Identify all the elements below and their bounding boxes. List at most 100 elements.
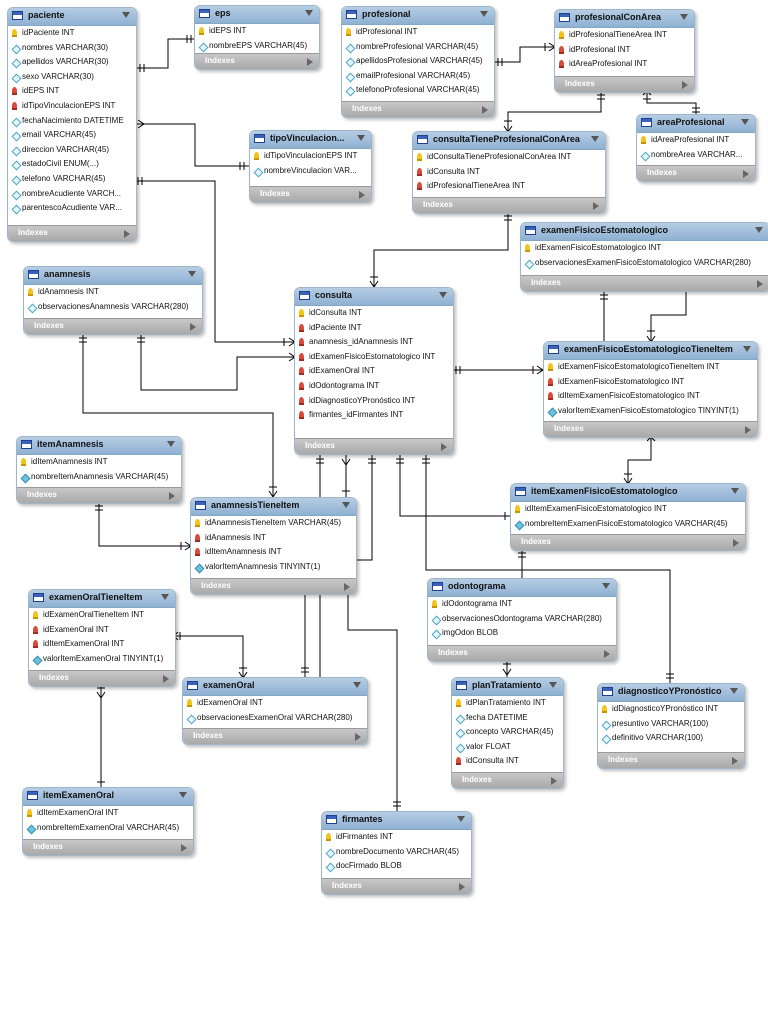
indexes-bar[interactable]: Indexes <box>511 534 745 550</box>
table-header[interactable]: diagnosticoYPronóstico <box>598 684 744 702</box>
column-row[interactable]: definitivo VARCHAR(100) <box>598 731 744 746</box>
column-row[interactable]: idTipoVinculacionEPS INT <box>8 99 136 114</box>
column-row[interactable]: idExamenOralTieneItem INT <box>29 608 175 623</box>
indexes-bar[interactable]: Indexes <box>342 101 494 117</box>
column-row[interactable]: idPaciente INT <box>295 321 453 336</box>
column-row[interactable]: idConsulta INT <box>452 754 563 769</box>
column-row[interactable]: idTipoVinculacionEPS INT <box>250 149 371 164</box>
column-row[interactable]: idAreaProfesional INT <box>637 133 755 148</box>
column-row[interactable]: concepto VARCHAR(45) <box>452 725 563 740</box>
expand-arrow-icon[interactable] <box>732 757 738 765</box>
indexes-bar[interactable]: Indexes <box>183 728 367 744</box>
expand-arrow-icon[interactable] <box>743 170 749 178</box>
table-tipoVinculacion[interactable]: tipoVinculacion...idTipoVinculacionEPS I… <box>249 130 372 203</box>
table-header[interactable]: anamnesis <box>24 267 202 285</box>
column-row[interactable]: nombreItemExamenFisicoEstomatologico VAR… <box>511 517 745 532</box>
indexes-bar[interactable]: Indexes <box>637 165 755 181</box>
expand-arrow-icon[interactable] <box>190 323 196 331</box>
table-header[interactable]: odontograma <box>428 579 616 597</box>
collapse-arrow-icon[interactable] <box>357 135 365 141</box>
collapse-arrow-icon[interactable] <box>549 682 557 688</box>
column-row[interactable]: valorItemExamenOral TINYINT(1) <box>29 652 175 667</box>
collapse-arrow-icon[interactable] <box>161 594 169 600</box>
column-row[interactable]: email VARCHAR(45) <box>8 128 136 143</box>
indexes-bar[interactable]: Indexes <box>521 275 768 291</box>
table-header[interactable]: planTratamiento <box>452 678 563 696</box>
indexes-bar[interactable]: Indexes <box>452 772 563 788</box>
column-row[interactable]: emailProfesional VARCHAR(45) <box>342 69 494 84</box>
column-row[interactable]: idExamenFisicoEstomatologico INT <box>295 350 453 365</box>
expand-arrow-icon[interactable] <box>169 492 175 500</box>
column-row[interactable]: nombres VARCHAR(30) <box>8 41 136 56</box>
expand-arrow-icon[interactable] <box>441 443 447 451</box>
column-row[interactable]: nombreVinculacion VAR... <box>250 164 371 179</box>
column-row[interactable]: direccion VARCHAR(45) <box>8 143 136 158</box>
column-row[interactable]: idItemExamenOral INT <box>29 637 175 652</box>
column-row[interactable]: observacionesOdontograma VARCHAR(280) <box>428 612 616 627</box>
column-row[interactable]: idItemAnamnesis INT <box>191 545 356 560</box>
table-header[interactable]: profesionalConArea <box>555 10 694 28</box>
column-row[interactable]: idItemExamenFisicoEstomatologico INT <box>511 502 745 517</box>
collapse-arrow-icon[interactable] <box>591 136 599 142</box>
collapse-arrow-icon[interactable] <box>730 688 738 694</box>
column-row[interactable]: observacionesExamenFisicoEstomatologico … <box>521 256 768 271</box>
collapse-arrow-icon[interactable] <box>743 346 751 352</box>
column-row[interactable]: idExamenFisicoEstomatologico INT <box>544 375 757 390</box>
table-header[interactable]: examenOral <box>183 678 367 696</box>
expand-arrow-icon[interactable] <box>682 81 688 89</box>
column-row[interactable]: nombreItemExamenOral VARCHAR(45) <box>23 821 193 836</box>
column-row[interactable]: idDiagnosticoYPronóstico INT <box>295 394 453 409</box>
collapse-arrow-icon[interactable] <box>439 292 447 298</box>
indexes-bar[interactable]: Indexes <box>413 197 605 213</box>
column-row[interactable]: fecha DATETIME <box>452 711 563 726</box>
column-row[interactable]: telefono VARCHAR(45) <box>8 172 136 187</box>
column-row[interactable]: anamnesis_idAnamnesis INT <box>295 335 453 350</box>
expand-arrow-icon[interactable] <box>551 777 557 785</box>
table-header[interactable]: eps <box>195 6 319 24</box>
column-row[interactable]: idExamenOral INT <box>29 623 175 638</box>
collapse-arrow-icon[interactable] <box>755 227 763 233</box>
column-row[interactable]: presuntivo VARCHAR(100) <box>598 717 744 732</box>
column-row[interactable]: idExamenOral INT <box>183 696 367 711</box>
expand-arrow-icon[interactable] <box>459 883 465 891</box>
table-header[interactable]: firmantes <box>322 812 471 830</box>
column-row[interactable]: idExamenFisicoEstomatologico INT <box>521 241 768 256</box>
column-row[interactable]: idProfesional INT <box>342 25 494 40</box>
collapse-arrow-icon[interactable] <box>342 502 350 508</box>
collapse-arrow-icon[interactable] <box>353 682 361 688</box>
table-header[interactable]: itemAnamnesis <box>17 437 181 455</box>
expand-arrow-icon[interactable] <box>593 202 599 210</box>
column-row[interactable]: imgOdon BLOB <box>428 626 616 641</box>
expand-arrow-icon[interactable] <box>745 426 751 434</box>
indexes-bar[interactable]: Indexes <box>598 752 744 768</box>
indexes-bar[interactable]: Indexes <box>295 438 453 454</box>
column-row[interactable]: idProfesionalTieneArea INT <box>555 28 694 43</box>
expand-arrow-icon[interactable] <box>604 650 610 658</box>
column-row[interactable]: idItemExamenFisicoEstomatologico INT <box>544 389 757 404</box>
table-examenFisicoEstomatologicoTieneItem[interactable]: examenFisicoEstomatologicoTieneItem idExa… <box>543 341 758 438</box>
column-row[interactable]: apellidos VARCHAR(30) <box>8 55 136 70</box>
column-row[interactable]: apellidosProfesional VARCHAR(45) <box>342 54 494 69</box>
column-row[interactable]: valorItemExamenFisicoEstomatologico TINY… <box>544 404 757 419</box>
table-header[interactable]: examenFisicoEstomatologicoTieneItem <box>544 342 757 360</box>
column-row[interactable]: idItemAnamnesis INT <box>17 455 181 470</box>
table-header[interactable]: paciente <box>8 8 136 26</box>
table-header[interactable]: consultaTieneProfesionalConArea <box>413 132 605 150</box>
expand-arrow-icon[interactable] <box>482 106 488 114</box>
indexes-bar[interactable]: Indexes <box>544 421 757 437</box>
collapse-arrow-icon[interactable] <box>741 119 749 125</box>
expand-arrow-icon[interactable] <box>307 58 313 66</box>
column-row[interactable]: idOdontograma INT <box>295 379 453 394</box>
table-header[interactable]: tipoVinculacion... <box>250 131 371 149</box>
expand-arrow-icon[interactable] <box>124 230 130 238</box>
